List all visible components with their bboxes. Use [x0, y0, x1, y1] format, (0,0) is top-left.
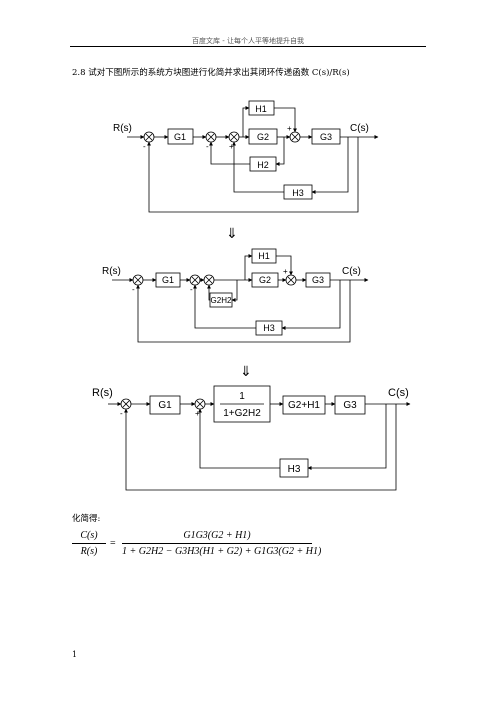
d3-h3-label: H3: [288, 464, 301, 475]
d3-g3-label: G3: [343, 400, 357, 411]
svg-text:-: -: [143, 142, 146, 151]
rhs-numerator: G1G3(G2 + H1): [183, 530, 251, 541]
lhs-denominator: R(s): [80, 546, 98, 557]
lhs-numerator: C(s): [80, 530, 98, 541]
d1-h2-label: H2: [257, 160, 269, 170]
reduction-arrow-2: ⇓: [240, 364, 252, 380]
d3-input-label: R(s): [92, 387, 113, 399]
d3-g2h1-label: G2+H1: [288, 400, 320, 411]
d2-g2h2-label: G2H2: [211, 296, 232, 305]
simplify-label: 化简得:: [72, 514, 101, 524]
d2-h1-label: H1: [258, 251, 270, 261]
equals-sign: =: [110, 538, 116, 549]
svg-text:-: -: [120, 409, 123, 418]
svg-text:-: -: [206, 142, 209, 151]
d2-g2-label: G2: [259, 275, 271, 285]
svg-text:+: +: [283, 267, 288, 276]
svg-text:-: -: [132, 285, 135, 294]
header-rule: [70, 46, 426, 47]
svg-text:+: +: [195, 409, 200, 418]
d3-g1-label: G1: [158, 400, 172, 411]
d1-g3-label: G3: [320, 132, 332, 142]
reduction-arrow-1: ⇓: [226, 226, 238, 242]
svg-text:+: +: [229, 142, 234, 151]
d1-h3-label: H3: [292, 188, 304, 198]
page-number: 1: [72, 650, 78, 659]
page-header: 百度文库 - 让每个人平等地提升自我: [192, 37, 304, 45]
d3-tf-numerator: 1: [239, 391, 245, 402]
rhs-denominator: 1 + G2H2 − G3H3(H1 + G2) + G1G3(G2 + H1): [122, 546, 322, 557]
d2-g1-label: G1: [162, 275, 174, 285]
d2-output-label: C(s): [342, 266, 361, 277]
d1-input-label: R(s): [113, 123, 132, 134]
svg-text:+: +: [287, 124, 292, 133]
d3-tf-denominator: 1+G2H2: [223, 408, 261, 419]
problem-statement: 2.8 试对下图所示的系统方块图进行化简并求出其闭环传递函数 C(s)/R(s): [72, 68, 350, 78]
d1-g2-label: G2: [257, 132, 269, 142]
d1-output-label: C(s): [350, 123, 369, 134]
d2-g3-label: G3: [312, 275, 324, 285]
d1-g1-label: G1: [174, 132, 186, 142]
d2-input-label: R(s): [102, 266, 121, 277]
d3-output-label: C(s): [388, 387, 409, 399]
svg-text:-: -: [190, 285, 193, 294]
d1-h1-label: H1: [255, 104, 267, 114]
d2-h3-label: H3: [263, 323, 275, 333]
